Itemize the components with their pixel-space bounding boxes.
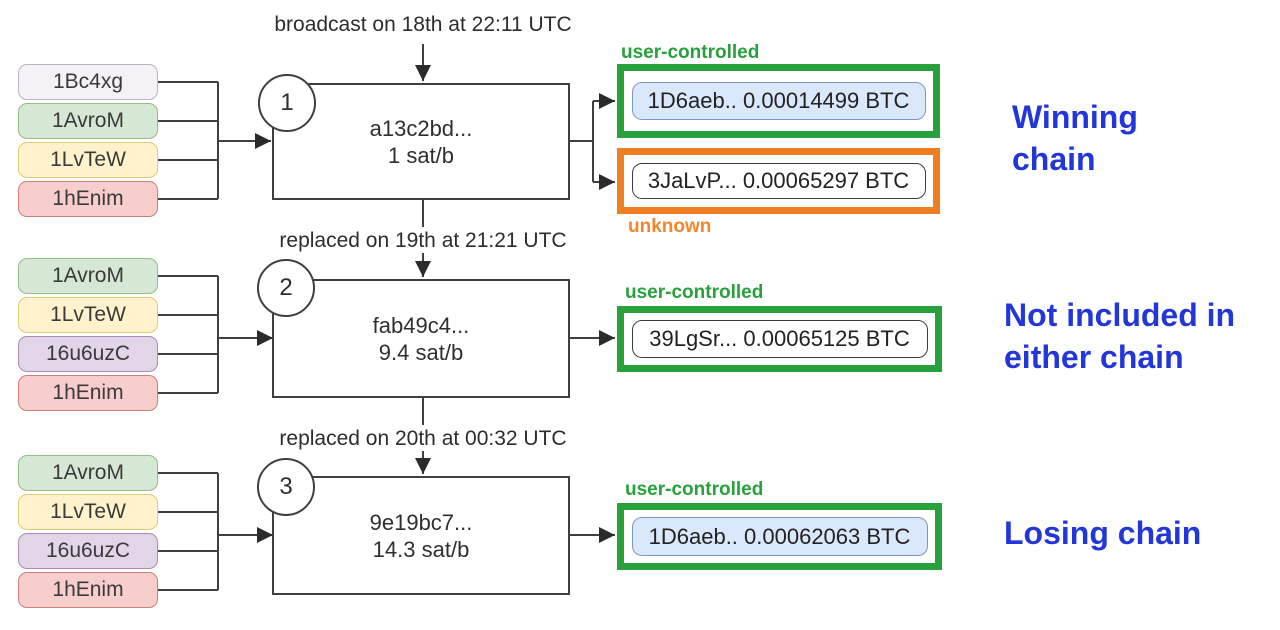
row3-input-address-4: 1hEnim [18,572,158,608]
row2-input-address-2: 1LvTeW [18,297,158,333]
row2-input-address-3: 16u6uzC [18,336,158,372]
row3-output1-address-amount: 1D6aeb.. 0.00062063 BTC [631,517,928,556]
row3-input-address-2: 1LvTeW [18,494,158,530]
row1-transaction-box: a13c2bd... 1 sat/b [272,83,570,200]
row2-input-connectors [158,275,219,394]
row3-output1-tag: user-controlled [625,479,764,500]
row1-feerate: 1 sat/b [387,142,455,168]
row3-input-address-1: 1AvroM [18,455,158,491]
row3-input-address-3: 16u6uzC [18,533,158,569]
row3-output1-frame: 1D6aeb.. 0.00062063 BTC [617,503,942,570]
row3-step-circle: 3 [257,458,315,516]
row2-txid: fab49c4... [372,312,470,338]
row1-event-label: broadcast on 18th at 22:11 UTC [274,13,572,36]
row1-output1-tag: user-controlled [621,42,760,63]
row2-output1-frame: 39LgSr... 0.00065125 BTC [617,306,942,372]
row1-chain-verdict: Winning chain [1012,99,1138,177]
row2-output1-address-amount: 39LgSr... 0.00065125 BTC [631,320,928,358]
row2-output1-tag: user-controlled [625,282,764,303]
row3-event-label: replaced on 20th at 00:32 UTC [279,427,567,450]
row3-feerate: 14.3 sat/b [372,536,470,562]
row3-chain-verdict: Losing chain [1004,515,1202,551]
row1-output1-address-amount: 1D6aeb.. 0.00014499 BTC [631,82,926,120]
row3-txid: 9e19bc7... [369,509,473,535]
row2-input-address-4: 1hEnim [18,375,158,411]
row2-chain-verdict: Not included in either chain [1004,297,1236,375]
row2-input-address-1: 1AvroM [18,258,158,294]
row1-input-address-2: 1AvroM [18,103,158,139]
row1-txid: a13c2bd... [369,115,473,141]
row1-output-connectors [570,101,594,182]
row2-transaction-box: fab49c4... 9.4 sat/b [272,279,570,398]
row2-event-label: replaced on 19th at 21:21 UTC [279,229,567,252]
row3-input-connectors [158,472,219,591]
row1-output2-frame: 3JaLvP... 0.00065297 BTC [617,148,940,214]
row1-input-address-4: 1hEnim [18,181,158,217]
row1-input-address-1: 1Bc4xg [18,64,158,100]
row1-output2-tag: unknown [628,216,712,237]
row2-step-circle: 2 [257,259,315,317]
row1-input-address-3: 1LvTeW [18,142,158,178]
row3-transaction-box: 9e19bc7... 14.3 sat/b [272,476,570,595]
row1-step-circle: 1 [258,74,316,132]
row1-output1-frame: 1D6aeb.. 0.00014499 BTC [617,64,940,138]
row1-input-connectors [158,81,219,200]
row2-feerate: 9.4 sat/b [378,339,464,365]
row1-output2-address-amount: 3JaLvP... 0.00065297 BTC [631,163,926,199]
